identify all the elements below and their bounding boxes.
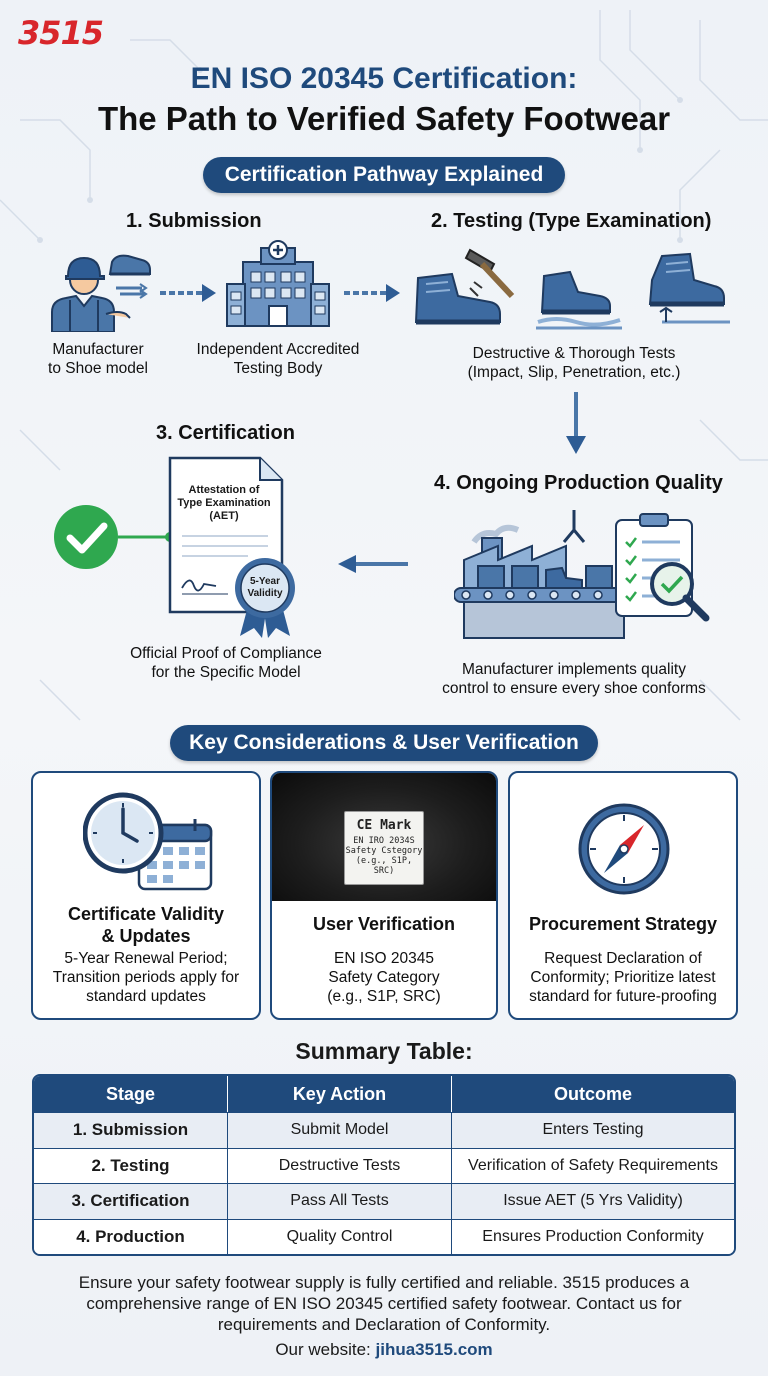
table-row: 4. Production Quality Control Ensures Pr… <box>34 1218 734 1254</box>
penetration-test-boot-icon <box>648 252 730 324</box>
table-cell-action: Destructive Tests <box>228 1147 452 1183</box>
table-cell-outcome: Enters Testing <box>452 1112 734 1148</box>
pathway-banner: Certification Pathway Explained <box>203 157 565 193</box>
testing-body-caption: Independent Accredited Testing Body <box>196 341 360 377</box>
validity-seal: 5-Year Validity <box>232 556 298 638</box>
compass-icon <box>578 803 670 895</box>
card-procurement-strategy: Procurement Strategy Request Declaration… <box>508 771 738 1020</box>
table-row: 2. Testing Destructive Tests Verificatio… <box>34 1147 734 1183</box>
step1-caption: Manufacturer to Shoe model <box>48 341 148 377</box>
step2-caption: Destructive & Thorough Tests (Impact, Sl… <box>467 345 681 381</box>
aet-document-title: Attestation of Type Examination (AET) <box>177 484 271 522</box>
table-row: 3. Certification Pass All Tests Issue AE… <box>34 1183 734 1219</box>
card2-title: User Verification <box>312 914 456 934</box>
step4-caption: Manufacturer implements quality control … <box>442 661 706 697</box>
website-label: Our website: <box>275 1340 371 1359</box>
footer-text: Ensure your safety footwear supply is fu… <box>78 1273 690 1334</box>
considerations-banner: Key Considerations & User Verification <box>170 725 598 761</box>
table-cell-stage: 1. Submission <box>34 1112 228 1148</box>
summary-header-action: Key Action <box>228 1076 452 1112</box>
step2-title: 2. Testing (Type Examination) <box>431 210 712 232</box>
table-cell-stage: 4. Production <box>34 1218 228 1254</box>
table-cell-outcome: Verification of Safety Requirements <box>452 1147 734 1183</box>
table-cell-action: Submit Model <box>228 1112 452 1148</box>
step1-title: 1. Submission <box>126 210 262 232</box>
table-cell-stage: 2. Testing <box>34 1147 228 1183</box>
arrow-left-icon <box>338 555 408 573</box>
page-title-line1: EN ISO 20345 Certification: <box>190 62 578 95</box>
website-link[interactable]: jihua3515.com <box>375 1340 493 1359</box>
table-cell-stage: 3. Certification <box>34 1183 228 1219</box>
manufacturer-worker-icon <box>51 254 151 332</box>
shoe-label-photo: CE Mark EN IRO 2034S Safety Cstegory (e.… <box>272 773 496 901</box>
table-cell-outcome: Issue AET (5 Yrs Validity) <box>452 1183 734 1219</box>
summary-title: Summary Table: <box>295 1038 473 1064</box>
table-cell-outcome: Ensures Production Conformity <box>452 1218 734 1254</box>
footer-website: Our website: jihua3515.com <box>0 1340 768 1360</box>
arrow-right-icon-2 <box>344 284 400 302</box>
step3-caption: Official Proof of Compliance for the Spe… <box>130 645 322 681</box>
step3-title: 3. Certification <box>156 422 295 444</box>
summary-header-outcome: Outcome <box>452 1076 734 1112</box>
brand-logo: 3515 <box>18 14 104 52</box>
slip-test-shoe-icon <box>536 270 622 330</box>
card2-text: EN ISO 20345 Safety Category (e.g., S1P,… <box>327 950 441 1005</box>
testing-body-building-icon <box>226 240 330 327</box>
impact-test-boot-icon <box>414 248 515 325</box>
card1-title: Certificate Validity & Updates <box>67 904 225 946</box>
approved-check-icon <box>54 505 175 569</box>
page-title-line2: The Path to Verified Safety Footwear <box>97 100 671 137</box>
summary-header-stage: Stage <box>34 1076 228 1112</box>
arrow-down-icon <box>566 392 586 454</box>
production-line-icon <box>454 510 710 639</box>
seal-text: 5-Year Validity <box>247 576 283 599</box>
table-cell-action: Quality Control <box>228 1218 452 1254</box>
summary-table: Stage Key Action Outcome 1. Submission S… <box>32 1074 736 1256</box>
step4-title: 4. Ongoing Production Quality <box>434 472 723 494</box>
summary-header-row: Stage Key Action Outcome <box>34 1076 734 1112</box>
card3-title: Procurement Strategy <box>528 914 718 934</box>
seal-badge-icon <box>235 558 295 638</box>
card3-text: Request Declaration of Conformity; Prior… <box>529 950 717 1005</box>
card-user-verification: CE Mark EN IRO 2034S Safety Cstegory (e.… <box>270 771 498 1020</box>
table-row: 1. Submission Submit Model Enters Testin… <box>34 1112 734 1148</box>
table-cell-action: Pass All Tests <box>228 1183 452 1219</box>
clock-calendar-icon <box>83 792 213 891</box>
card-certificate-validity: Certificate Validity & Updates 5-Year Re… <box>31 771 261 1020</box>
card1-text: 5-Year Renewal Period; Transition period… <box>52 950 240 1005</box>
arrow-right-icon <box>160 284 216 302</box>
shoe-tag-label: CE Mark EN IRO 2034S Safety Cstegory (e.… <box>344 811 424 885</box>
